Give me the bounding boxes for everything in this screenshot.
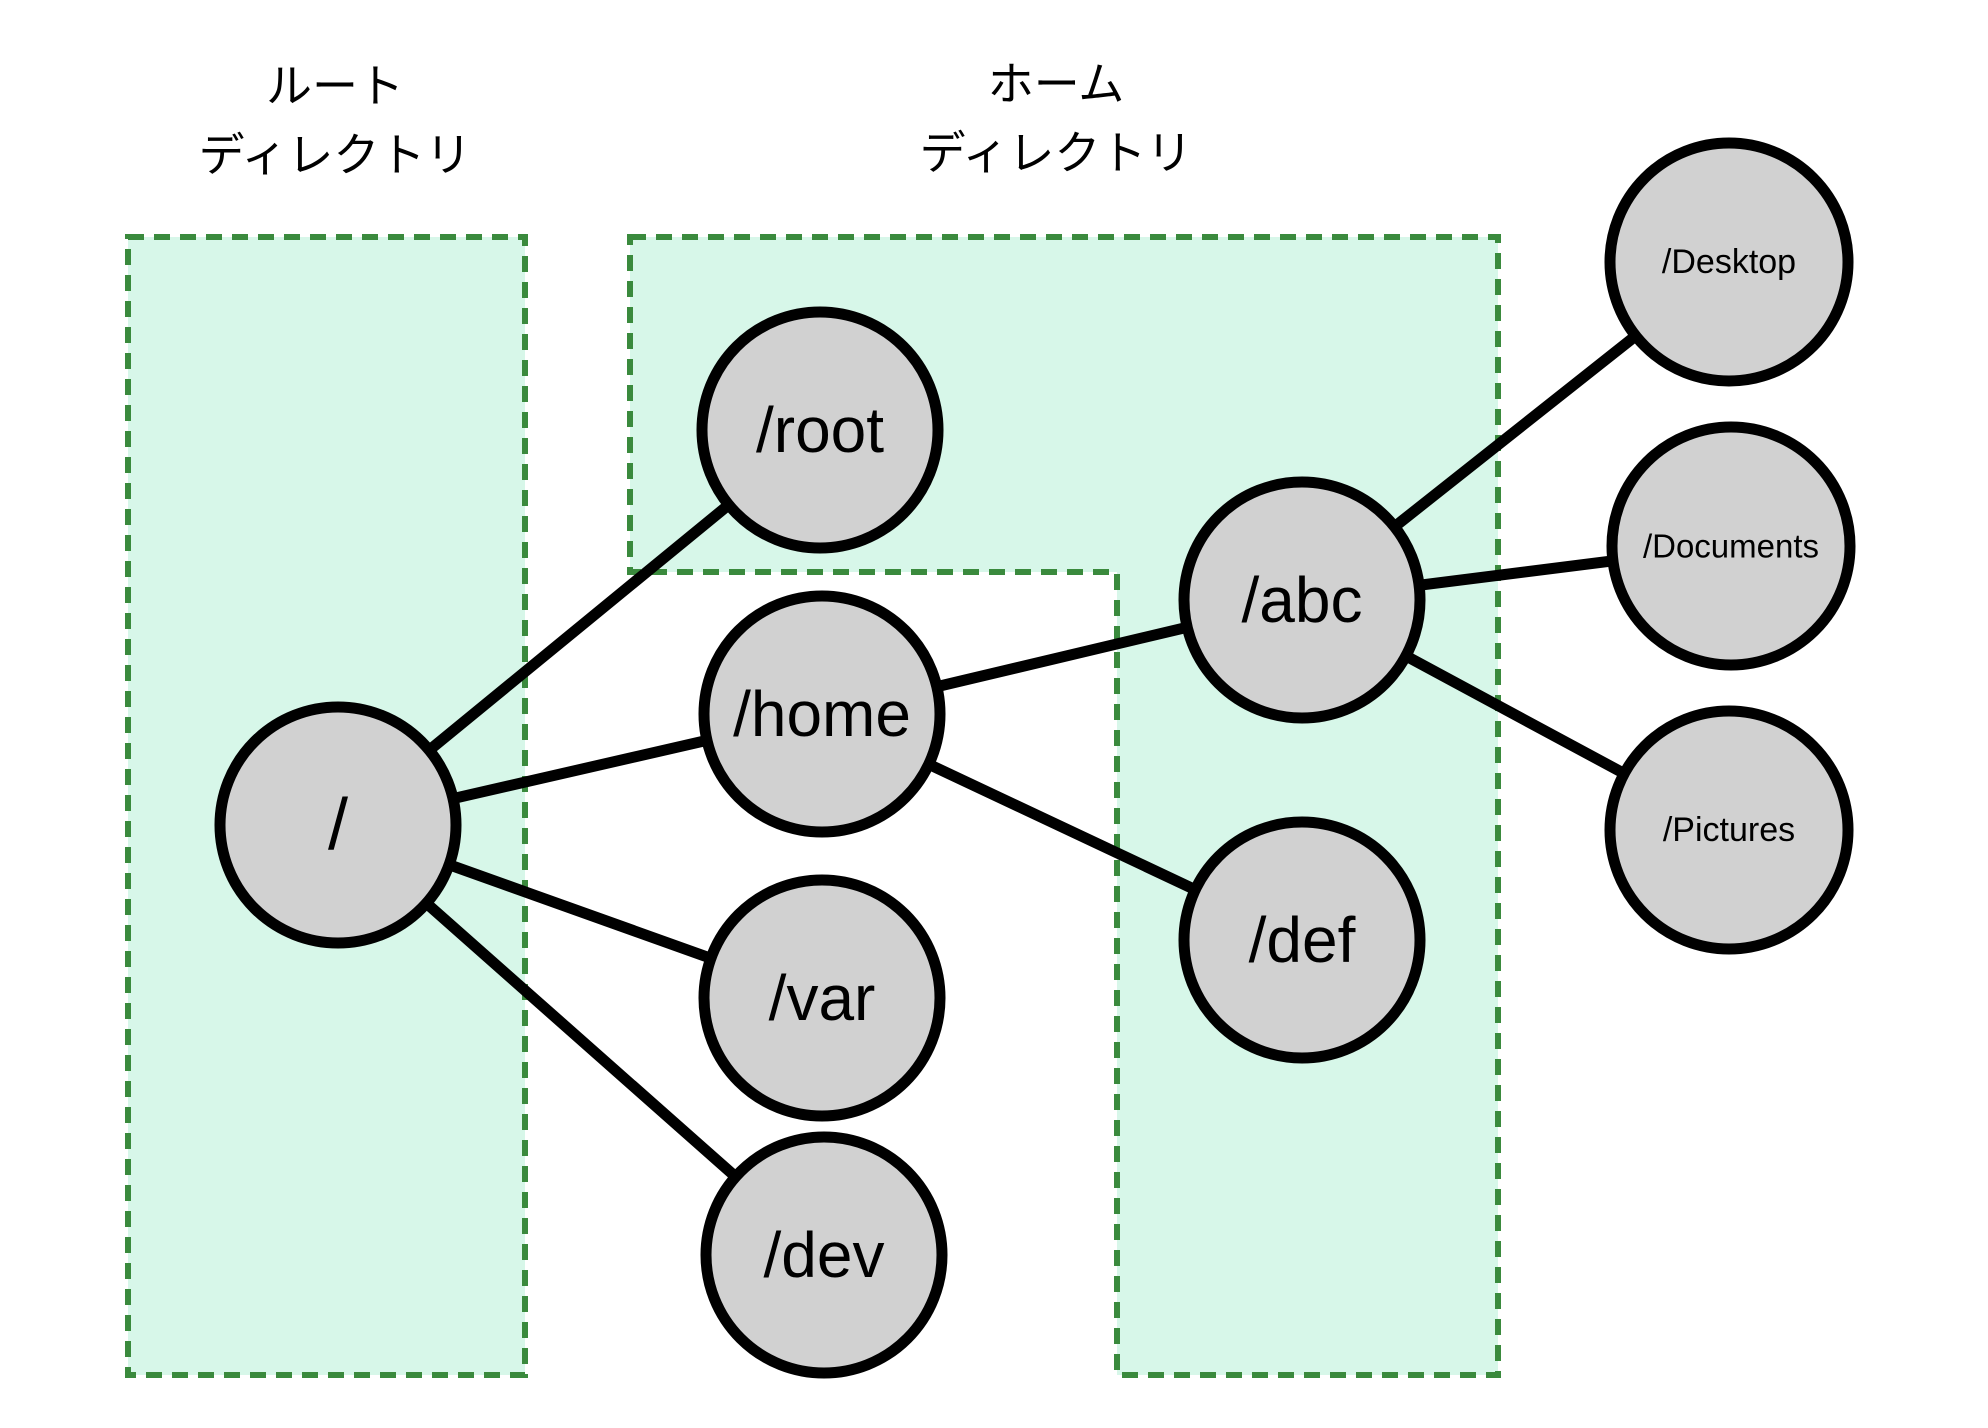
node-var: /var [698,874,946,1122]
root-directory-label-line-2: ディレクトリ [199,129,472,181]
node-pictures-circle [1604,705,1854,955]
node-pictures-label: /Pictures [1663,811,1795,849]
node-home: /home [698,590,946,838]
root-directory-label-line-1: ルート [266,60,404,112]
node-slash-root-circle [696,306,944,554]
node-dev: /dev [700,1131,948,1379]
node-desktop-label: /Desktop [1662,243,1796,281]
node-documents-circle [1606,421,1856,671]
node-def: /def [1178,816,1426,1064]
node-desktop: /Desktop [1604,137,1854,387]
home-directory-label-line-2: ディレクトリ [920,127,1193,179]
node-abc-circle [1178,476,1426,724]
node-var-label: /var [769,962,876,1034]
node-def-label: /def [1249,904,1356,976]
node-home-label: /home [733,678,911,750]
node-documents-label: /Documents [1643,528,1819,565]
node-abc: /abc [1178,476,1426,724]
node-dev-label: /dev [764,1219,885,1291]
node-def-circle [1178,816,1426,1064]
node-root: / [214,701,462,949]
node-root-label: / [328,785,348,865]
node-home-circle [698,590,946,838]
node-documents: /Documents [1606,421,1856,671]
node-abc-label: /abc [1242,564,1363,636]
node-var-circle [698,874,946,1122]
node-slash-root-label: /root [756,394,884,466]
home-directory-label-line-1: ホーム [988,58,1125,110]
node-pictures: /Pictures [1604,705,1854,955]
node-dev-circle [700,1131,948,1379]
node-desktop-circle [1604,137,1854,387]
node-slash-root: /root [696,306,944,554]
node-root-circle [214,701,462,949]
